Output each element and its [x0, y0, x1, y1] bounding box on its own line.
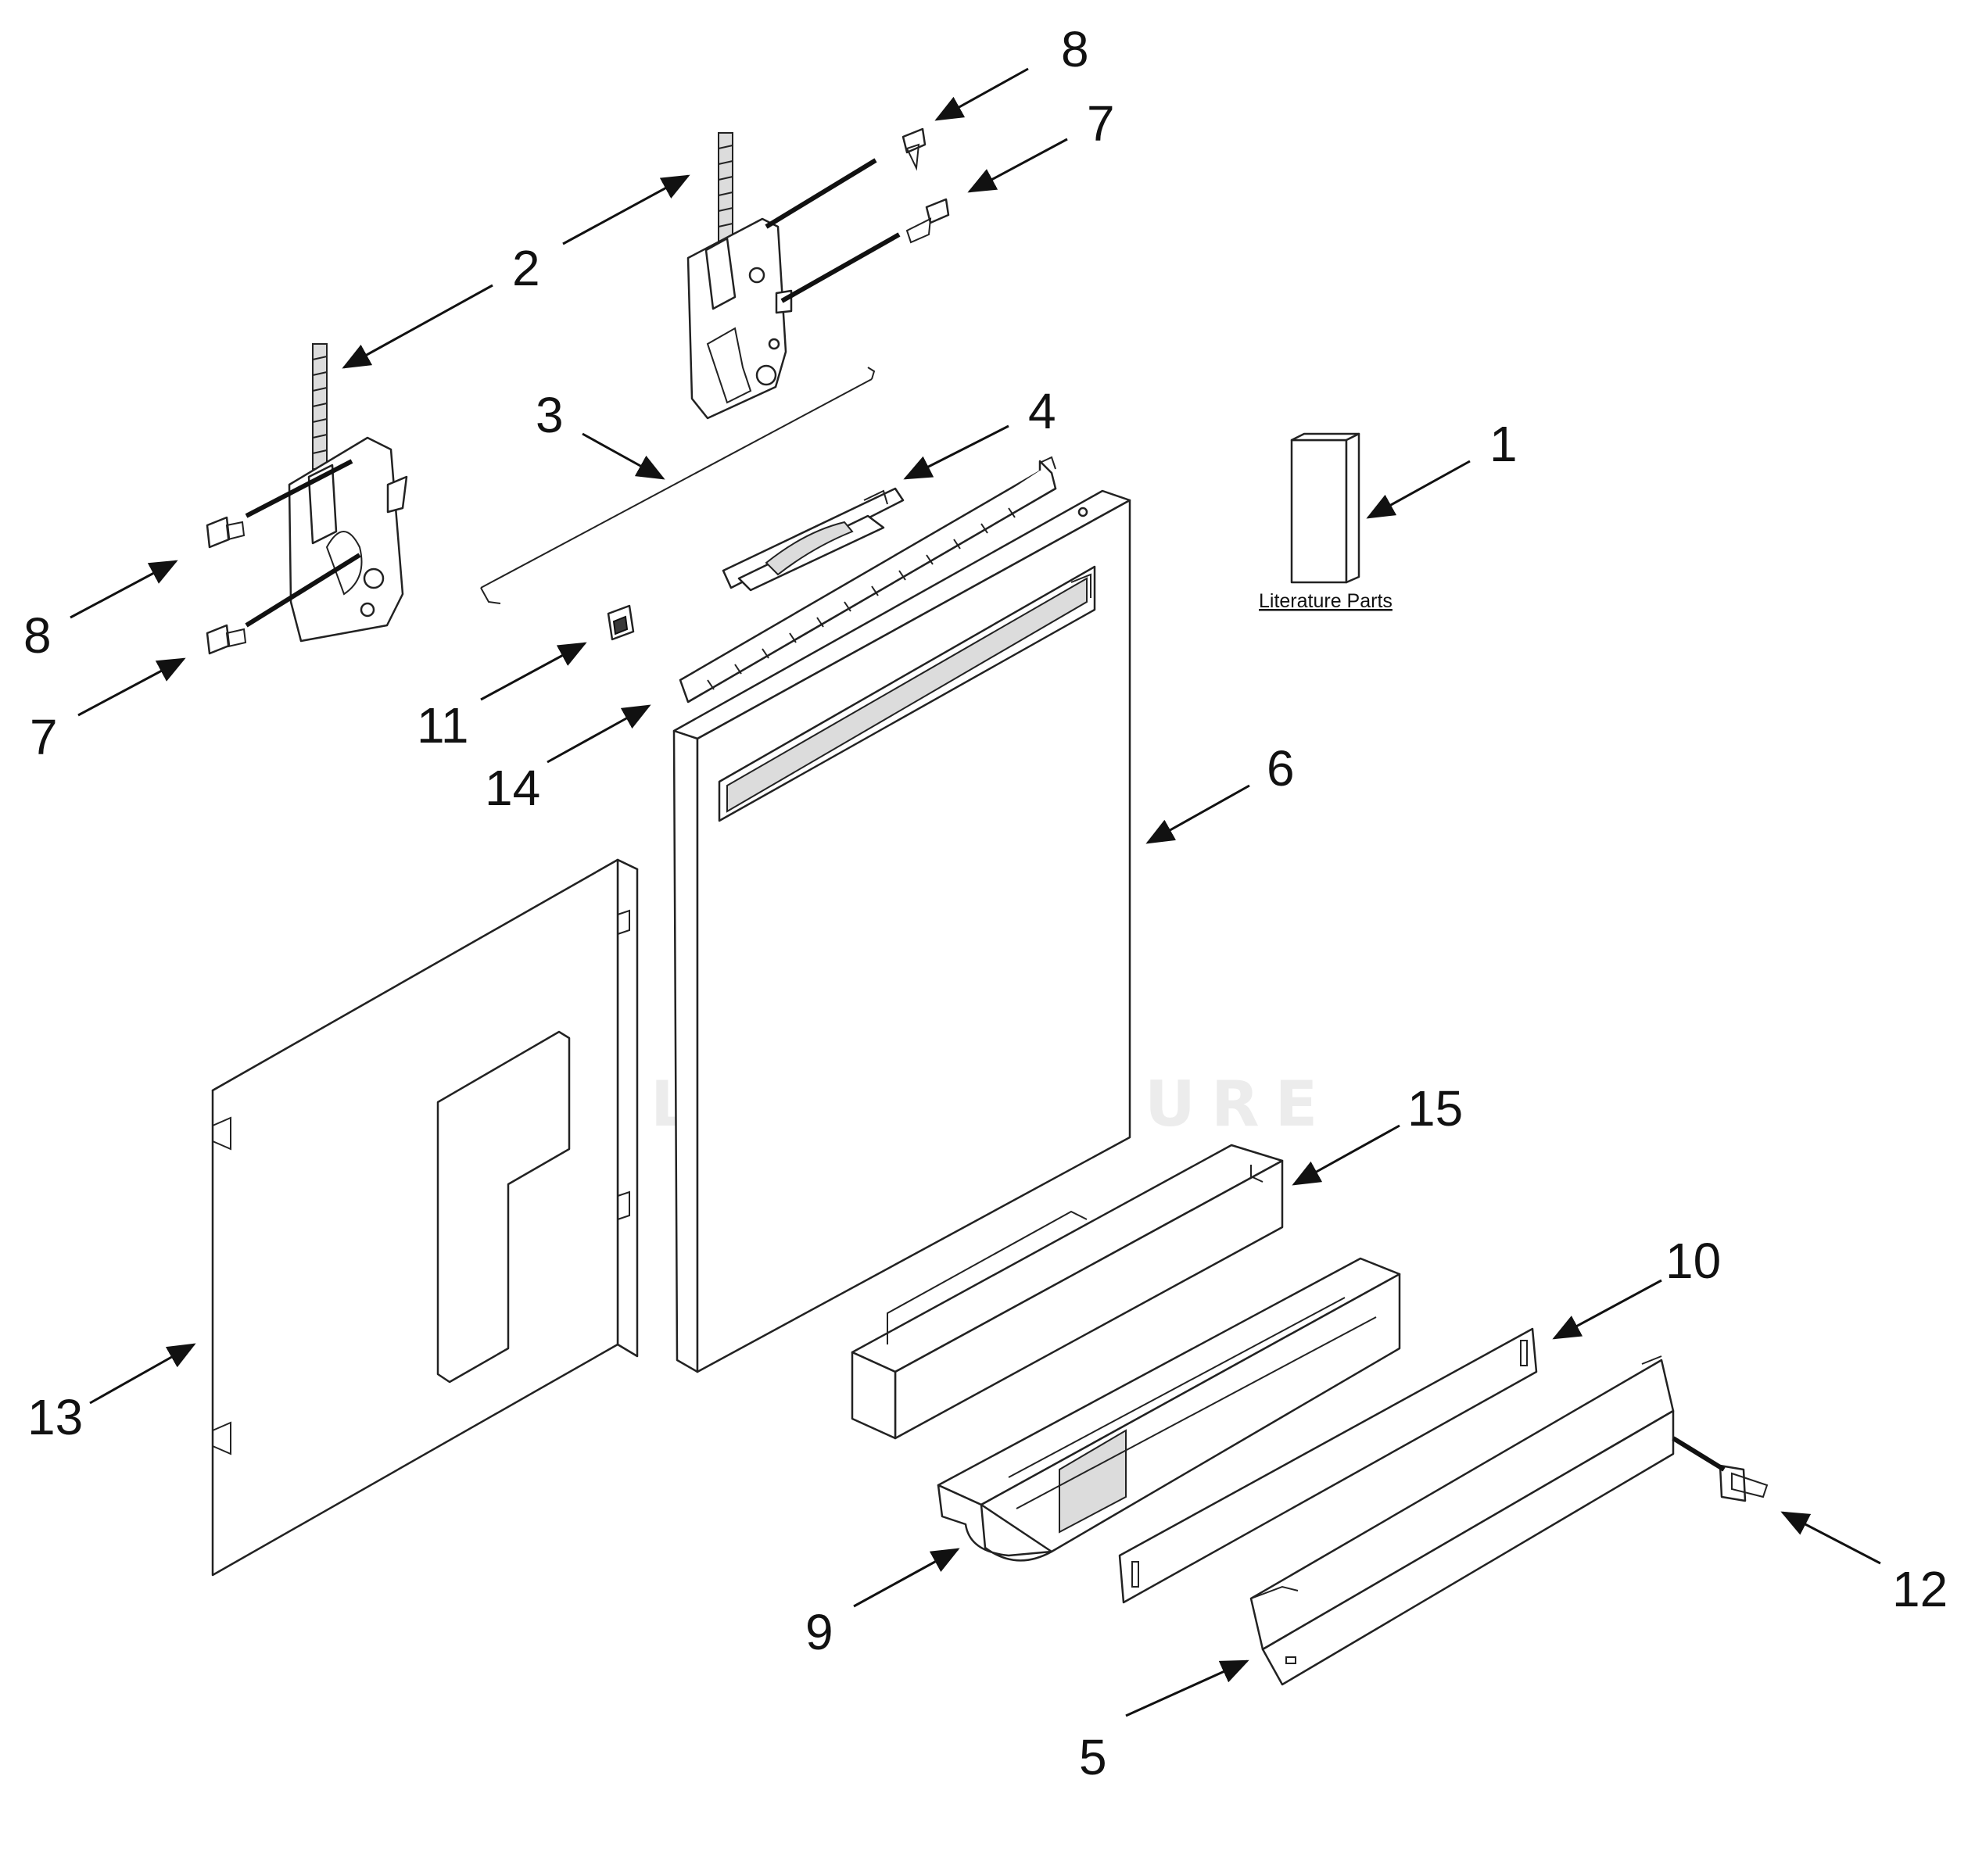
- assembly-lines: [245, 158, 1726, 1472]
- literature-parts-label[interactable]: Literature Parts: [1259, 590, 1393, 612]
- callout-1: 1: [1489, 416, 1518, 472]
- callout-15: 15: [1407, 1080, 1463, 1137]
- part-screw-12[interactable]: [1719, 1464, 1769, 1502]
- callout-3: 3: [536, 387, 564, 443]
- callout-7-left: 7: [30, 709, 58, 765]
- callout-8-top: 8: [1061, 21, 1089, 77]
- part-clip[interactable]: [607, 604, 635, 641]
- part-insulation-panel[interactable]: [211, 858, 639, 1577]
- part-literature-booklet[interactable]: [1290, 432, 1360, 584]
- part-screw-8-left[interactable]: [206, 516, 246, 549]
- part-handle-bracket[interactable]: [722, 487, 905, 592]
- part-rod[interactable]: [480, 367, 876, 604]
- part-bottom-channel[interactable]: [937, 1257, 1401, 1562]
- part-screw-7-left[interactable]: [206, 624, 247, 655]
- callout-labels: 8 7 2 3 4 1 8 7 11 14 6 15 10 13 12 9 5 …: [23, 21, 1948, 1785]
- part-foam-bar[interactable]: [851, 1144, 1284, 1440]
- part-vent-strip[interactable]: [679, 456, 1057, 704]
- callout-6: 6: [1267, 740, 1295, 797]
- callout-7-top: 7: [1087, 95, 1115, 152]
- callout-4: 4: [1028, 383, 1056, 439]
- callout-9: 9: [805, 1604, 833, 1660]
- vent-strip-teeth: [707, 507, 1016, 690]
- part-screw-7-right[interactable]: [905, 198, 950, 244]
- leader-arrows: [70, 67, 1881, 1717]
- callout-12: 12: [1892, 1561, 1948, 1617]
- callout-11: 11: [417, 697, 468, 754]
- callout-2: 2: [512, 240, 540, 296]
- callout-10: 10: [1665, 1233, 1721, 1289]
- callout-14: 14: [485, 760, 540, 816]
- part-screw-8-right[interactable]: [901, 127, 927, 171]
- callout-5: 5: [1079, 1729, 1107, 1785]
- part-door-panel[interactable]: [672, 489, 1131, 1373]
- callout-13: 13: [27, 1389, 83, 1445]
- callout-8-left: 8: [23, 607, 52, 664]
- part-hinge-left[interactable]: [288, 343, 408, 643]
- part-kick-plate[interactable]: [1249, 1355, 1675, 1686]
- part-trim-strip[interactable]: [1118, 1327, 1538, 1604]
- part-hinge-right[interactable]: [686, 132, 793, 420]
